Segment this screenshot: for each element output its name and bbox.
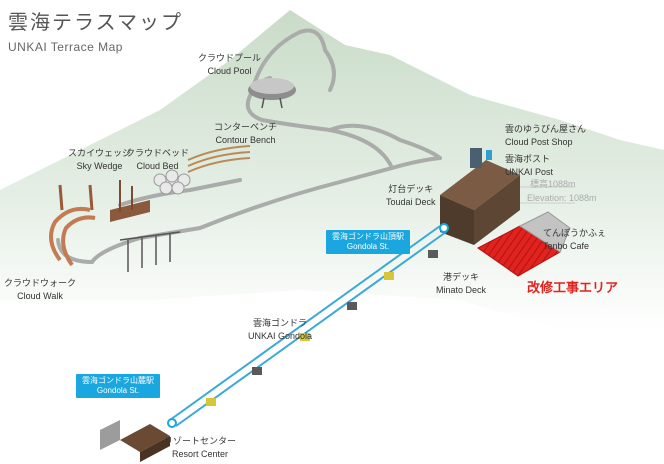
resort-center-building bbox=[100, 420, 170, 462]
cloud-pool-structure bbox=[248, 78, 296, 109]
label-unkai-post[interactable]: 雲海ポスト UNKAI Post bbox=[505, 155, 554, 177]
elevation-en: Elevation: 1088m bbox=[527, 193, 597, 203]
construction-notice: 改修工事エリア bbox=[527, 281, 619, 296]
label-minato-deck[interactable]: 港デッキ Minato Deck bbox=[436, 273, 487, 295]
cloud-walk-structure bbox=[49, 184, 96, 267]
gondola-line bbox=[167, 223, 449, 428]
cloud-bed-structure bbox=[153, 169, 191, 195]
label-cloud-pool[interactable]: クラウドプール Cloud Pool bbox=[198, 54, 262, 76]
label-tenbo-cafe[interactable]: てんぼうかふぇ Tenbo Cafe bbox=[543, 229, 607, 251]
label-sky-wedge[interactable]: スカイウェッジ Sky Wedge bbox=[68, 149, 132, 171]
pier-structure bbox=[119, 231, 181, 272]
label-cloud-bed[interactable]: クラウドベッド Cloud Bed bbox=[126, 149, 190, 171]
station-base[interactable]: 雲海ゴンドラ山麓駅 Gondola St. bbox=[76, 374, 160, 398]
map-subtitle: UNKAI Terrace Map bbox=[8, 40, 123, 54]
label-contour-bench[interactable]: コンターベンチ Contour Bench bbox=[214, 123, 278, 145]
label-resort-center[interactable]: リゾートセンター Resort Center bbox=[164, 437, 237, 459]
sky-wedge-structure bbox=[110, 180, 150, 222]
station-top[interactable]: 雲海ゴンドラ山頂駅 Gondola St. bbox=[326, 230, 410, 254]
summit-building bbox=[440, 148, 520, 245]
label-unkai-gondola[interactable]: 雲海ゴンドラ UNKAI Gondola bbox=[248, 319, 313, 341]
map-title: 雲海テラスマップ bbox=[8, 10, 183, 34]
elevation-jp: 標高1088m bbox=[530, 179, 576, 189]
label-toudai-deck[interactable]: 灯台デッキ Toudai Deck bbox=[386, 185, 436, 207]
label-cloud-walk[interactable]: クラウドウォーク Cloud Walk bbox=[4, 279, 77, 301]
contour-bench-structure bbox=[187, 145, 251, 173]
construction-area bbox=[477, 211, 571, 277]
label-cloud-post-shop[interactable]: 雲のゆうびん屋さん Cloud Post Shop bbox=[505, 125, 587, 147]
